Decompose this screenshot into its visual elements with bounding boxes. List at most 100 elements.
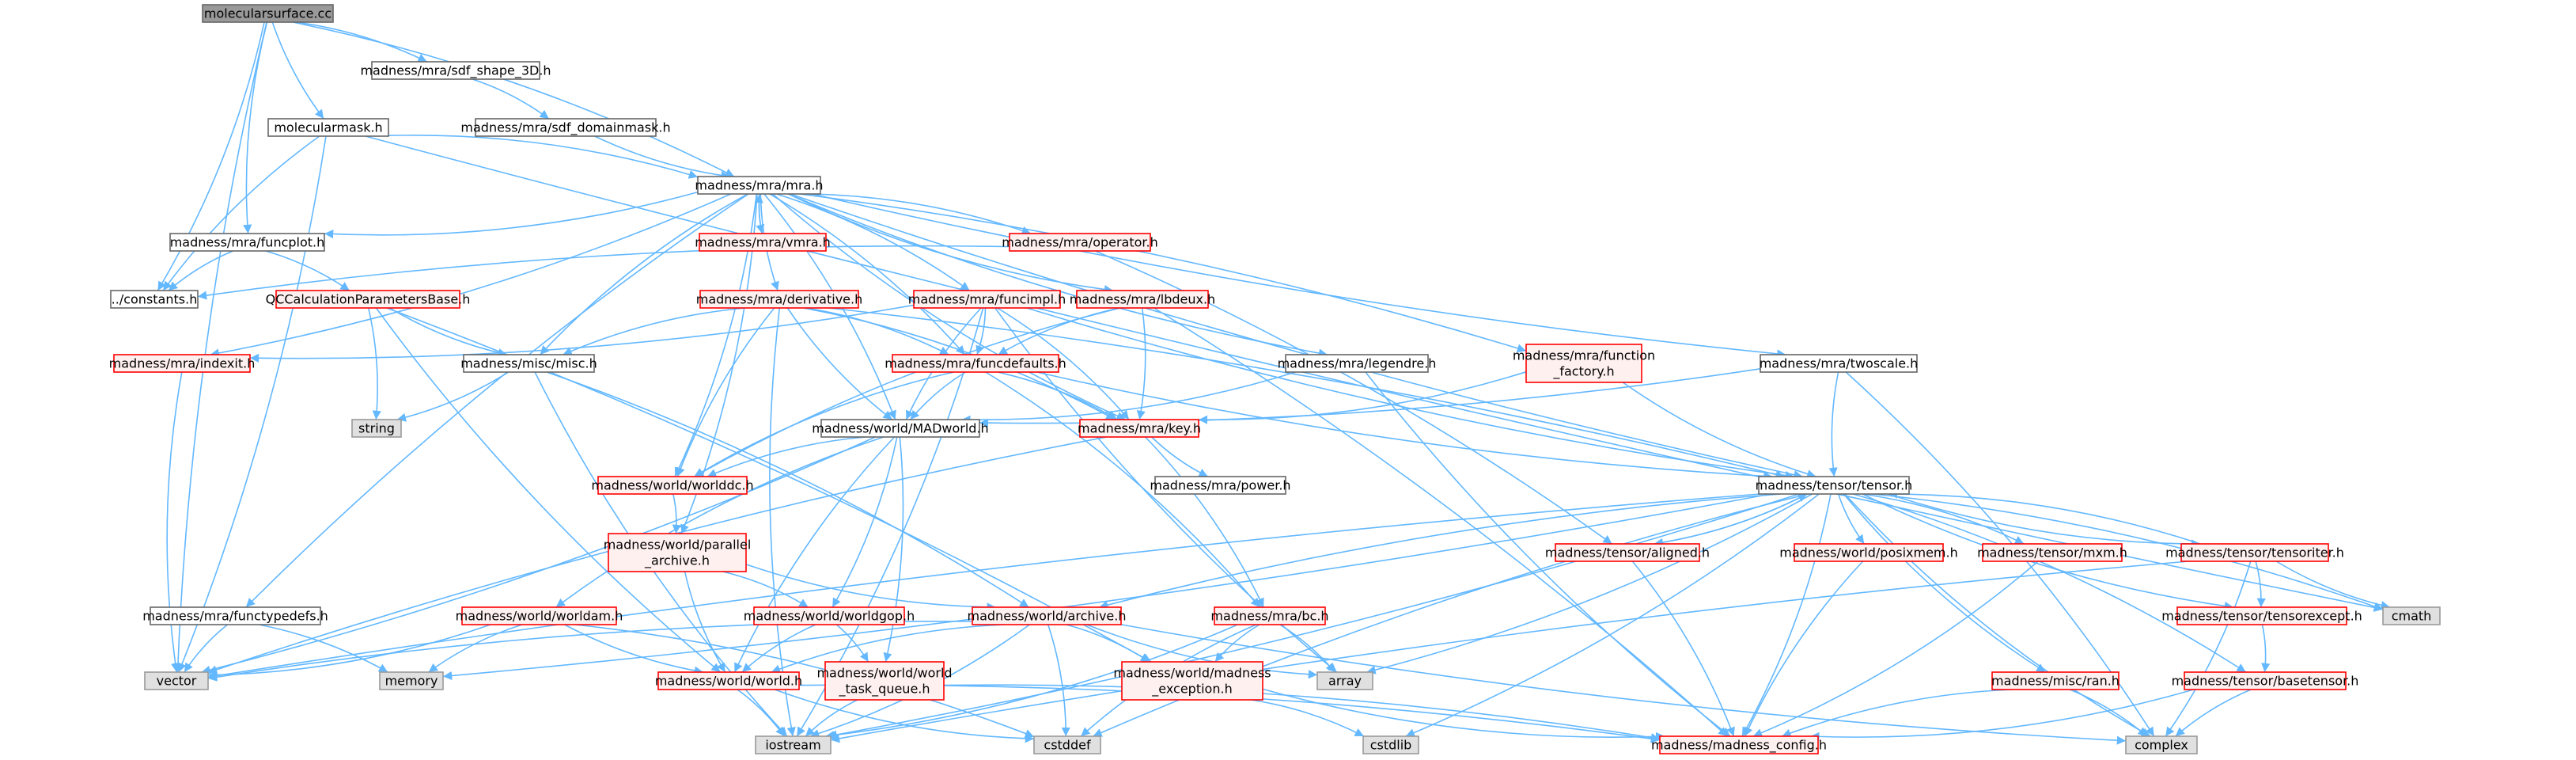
node-box-root: [202, 4, 334, 23]
edge-root-to-sdf_shape: [296, 21, 428, 63]
node-worldam[interactable]: madness/world/worldam.h: [456, 606, 623, 625]
edge-mra-to-twoscale: [812, 193, 1786, 359]
node-parallel[interactable]: madness/world/parallel_archive.h: [604, 533, 752, 572]
edge-archive-to-array: [1086, 624, 1318, 679]
node-mra[interactable]: madness/mra/mra.h: [695, 176, 824, 195]
edge-tensoriter-to-complex: [2165, 560, 2252, 737]
node-box-worldgop: [753, 606, 905, 625]
node-key[interactable]: madness/mra/key.h: [1078, 419, 1201, 438]
node-tensor[interactable]: madness/tensor/tensor.h: [1756, 476, 1913, 495]
node-molmask[interactable]: molecularmask.h: [267, 118, 389, 137]
node-derivative[interactable]: madness/mra/derivative.h: [696, 290, 863, 309]
node-sdf_domainmask[interactable]: madness/mra/sdf_domainmask.h: [460, 118, 671, 137]
node-madworld[interactable]: madness/world/MADworld.h: [812, 419, 989, 438]
node-complex[interactable]: complex: [2125, 735, 2198, 754]
node-cmath[interactable]: cmath: [2382, 606, 2441, 625]
node-vmra[interactable]: madness/mra/vmra.h: [695, 233, 831, 252]
node-worlddc[interactable]: madness/world/worlddc.h: [591, 476, 754, 495]
node-label-aligned: madness/tensor/aligned.h: [1545, 545, 1710, 560]
node-vector[interactable]: vector: [144, 671, 209, 690]
edge-tensorexcept-to-basetensor: [2261, 624, 2271, 673]
node-legendre[interactable]: madness/mra/legendre.h: [1278, 354, 1437, 373]
edge-legendre-to-madworld: [961, 371, 1296, 424]
node-box-twoscale: [1760, 354, 1918, 373]
node-label-root: molecularsurface.cc: [204, 6, 331, 21]
node-archive[interactable]: madness/world/archive.h: [968, 606, 1127, 625]
node-posixmem[interactable]: madness/world/posixmem.h: [1779, 543, 1958, 562]
edge-parallel-to-archive: [745, 564, 996, 612]
node-tensorexcept[interactable]: madness/tensor/tensorexcept.h: [2161, 606, 2362, 625]
edge-functypedefs-to-memory: [259, 624, 388, 673]
node-box-archive: [972, 606, 1122, 625]
node-label-legendre: madness/mra/legendre.h: [1278, 356, 1437, 371]
node-label-taskqueue: _task_queue.h: [838, 682, 930, 697]
edge-parallel-to-world: [684, 571, 726, 673]
node-world[interactable]: madness/world/world.h: [655, 671, 802, 690]
edge-funcplot-to-qccalc: [265, 250, 350, 291]
edge-mra-to-funcimpl: [776, 193, 970, 291]
node-label-worlddc: madness/world/worlddc.h: [591, 478, 753, 493]
node-label-misc: madness/misc/misc.h: [460, 356, 597, 371]
node-box-array: [1316, 671, 1373, 690]
node-misc[interactable]: madness/misc/misc.h: [460, 354, 597, 373]
node-madexc[interactable]: madness/world/madness_exception.h: [1113, 661, 1271, 701]
edge-funcplot-to-constants: [168, 250, 233, 291]
node-label-worldam: madness/world/worldam.h: [456, 609, 623, 624]
edge-root-to-vector: [173, 21, 267, 673]
node-label-bc: madness/mra/bc.h: [1210, 609, 1328, 624]
node-array[interactable]: array: [1316, 671, 1373, 690]
edge-worldam-to-cstddef: [574, 624, 1035, 738]
node-cstdlib[interactable]: cstdlib: [1362, 735, 1419, 754]
node-box-power: [1154, 476, 1286, 495]
node-box-aligned: [1555, 543, 1700, 562]
edge-funcdefaults-to-madworld: [910, 371, 966, 420]
node-worldgop[interactable]: madness/world/worldgop.h: [744, 606, 915, 625]
node-funcdefaults[interactable]: madness/mra/funcdefaults.h: [885, 354, 1066, 373]
node-string[interactable]: string: [351, 419, 402, 438]
node-bc[interactable]: madness/mra/bc.h: [1210, 606, 1329, 625]
node-funcimpl[interactable]: madness/mra/funcimpl.h: [908, 290, 1066, 309]
node-sdf_shape[interactable]: madness/mra/sdf_shape_3D.h: [360, 61, 551, 80]
node-box-tensorexcept: [2176, 606, 2347, 625]
node-box-ran: [1991, 671, 2120, 690]
edge-mra-to-key: [772, 193, 1127, 420]
node-iostream[interactable]: iostream: [755, 735, 832, 754]
edge-tensoriter-to-tensorexcept: [2255, 560, 2266, 608]
node-operator[interactable]: madness/mra/operator.h: [1002, 233, 1158, 252]
node-indexit[interactable]: madness/mra/indexit.h: [109, 354, 256, 373]
node-functypedefs[interactable]: madness/mra/functypedefs.h: [142, 606, 328, 625]
node-tensoriter[interactable]: madness/tensor/tensoriter.h: [2165, 543, 2344, 562]
node-ran[interactable]: madness/misc/ran.h: [1991, 671, 2120, 690]
node-lbdeux[interactable]: madness/mra/lbdeux.h: [1070, 290, 1215, 309]
node-box-string: [351, 419, 402, 438]
edge-vmra-to-mra: [754, 193, 763, 234]
node-taskqueue[interactable]: madness/world/world_task_queue.h: [816, 661, 953, 701]
node-box-iostream: [755, 735, 832, 754]
node-box-sdf_shape: [371, 61, 540, 80]
edge-taskqueue-to-iostream: [805, 699, 858, 737]
node-root[interactable]: molecularsurface.cc: [202, 4, 334, 23]
node-constants[interactable]: ../constants.h: [110, 290, 199, 309]
node-label-cstdlib: cstdlib: [1370, 738, 1412, 753]
node-config[interactable]: madness/madness_config.h: [1651, 735, 1827, 754]
node-box-tensor: [1758, 476, 1910, 495]
edge-bc-to-madexc: [1214, 624, 1260, 663]
node-qccalc[interactable]: QCCalculationParametersBase.h: [266, 290, 471, 309]
node-box-legendre: [1285, 354, 1429, 373]
node-mxm[interactable]: madness/tensor/mxm.h: [1977, 543, 2127, 562]
node-label-key: madness/mra/key.h: [1078, 421, 1201, 436]
node-label-madexc: madness/world/madness: [1113, 666, 1271, 681]
node-box-mxm: [1982, 543, 2123, 562]
node-twoscale[interactable]: madness/mra/twoscale.h: [1760, 354, 1919, 373]
edge-lbdeux-to-key: [1136, 307, 1146, 420]
node-cstddef[interactable]: cstddef: [1033, 735, 1101, 754]
node-box-world: [657, 671, 800, 690]
node-memory[interactable]: memory: [379, 671, 444, 690]
node-label-mxm: madness/tensor/mxm.h: [1977, 545, 2127, 560]
node-power[interactable]: madness/mra/power.h: [1150, 476, 1291, 495]
node-basetensor[interactable]: madness/tensor/basetensor.h: [2172, 671, 2359, 690]
node-aligned[interactable]: madness/tensor/aligned.h: [1545, 543, 1710, 562]
node-funcplot[interactable]: madness/mra/funcplot.h: [169, 233, 325, 252]
node-funcfactory[interactable]: madness/mra/function_factory.h: [1513, 344, 1655, 383]
edge-molmask-to-constants: [162, 135, 320, 291]
